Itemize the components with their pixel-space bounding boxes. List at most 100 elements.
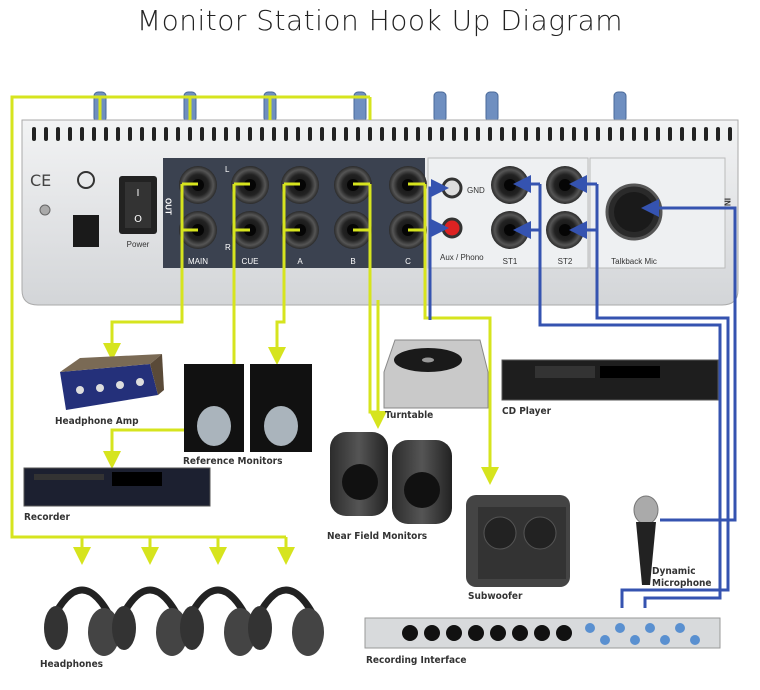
recording-interface: Recording Interface (364, 617, 721, 666)
label-subwoofer: Subwoofer (468, 591, 523, 602)
vent-slot (476, 127, 480, 141)
vent-slot (332, 127, 336, 141)
interface-input-jack[interactable] (468, 625, 484, 641)
label-headphone-amp: Headphone Amp (55, 416, 139, 427)
label-near-field-monitors: Near Field Monitors (327, 531, 427, 542)
vent-slot (236, 127, 240, 141)
out-label: OUT (164, 198, 173, 215)
vent-slot (224, 127, 228, 141)
vent-slot (452, 127, 456, 141)
svg-text:I: I (137, 188, 140, 199)
turntable: Turntable (383, 339, 489, 421)
diagram-title: Monitor Station Hook Up Diagram (136, 4, 624, 37)
vent-slot (704, 127, 708, 141)
vent-slot (44, 127, 48, 141)
headphone-amp: Headphone Amp (55, 354, 164, 427)
vent-slot (56, 127, 60, 141)
interface-knob[interactable] (690, 635, 700, 645)
vent-slot (392, 127, 396, 141)
vent-slot (272, 127, 276, 141)
interface-input-jack[interactable] (490, 625, 506, 641)
vent-slot (320, 127, 324, 141)
right-channel-mark: R (225, 243, 231, 252)
label-turntable: Turntable (385, 410, 433, 421)
dynamic-microphone: Dynamic Microphone (633, 495, 712, 589)
vent-slot (440, 127, 444, 141)
near-field-monitors: Near Field Monitors (327, 432, 452, 542)
input-cables (428, 175, 737, 608)
vent-slot (512, 127, 516, 141)
top-connectors (93, 91, 627, 123)
interface-input-jack[interactable] (424, 625, 440, 641)
interface-knob[interactable] (660, 635, 670, 645)
vent-slot (692, 127, 696, 141)
interface-input-jack[interactable] (534, 625, 550, 641)
vent-slot (584, 127, 588, 141)
interface-input-jack[interactable] (446, 625, 462, 641)
vent-slot (68, 127, 72, 141)
ground-clip-icon (77, 171, 95, 189)
vent-slot (464, 127, 468, 141)
label-aux-phono: Aux / Phono (440, 253, 484, 262)
recorder: Recorder (23, 467, 211, 523)
vent-slot (212, 127, 216, 141)
label-b: B (350, 257, 355, 266)
label-cue: CUE (242, 257, 259, 266)
label-dynamic-microphone-1: Dynamic (652, 566, 696, 577)
vent-slot (140, 127, 144, 141)
vent-slot (248, 127, 252, 141)
dc-power-jack (73, 215, 99, 247)
label-recording-interface: Recording Interface (366, 655, 467, 666)
label-st1: ST1 (503, 257, 518, 266)
interface-knob[interactable] (645, 623, 655, 633)
vent-slot (596, 127, 600, 141)
output-cables (10, 95, 499, 565)
headphone (180, 586, 256, 656)
vent-slot (632, 127, 636, 141)
vent-slots (32, 127, 732, 141)
label-c: C (405, 257, 411, 266)
interface-knob[interactable] (585, 623, 595, 633)
vent-slot (608, 127, 612, 141)
gnd-label: GND (467, 186, 485, 195)
in-label: IN (723, 198, 732, 206)
headphones (44, 586, 324, 656)
vent-slot (428, 127, 432, 141)
label-main: MAIN (188, 257, 208, 266)
vent-slot (92, 127, 96, 141)
interface-knob[interactable] (675, 623, 685, 633)
interface-input-jack[interactable] (402, 625, 418, 641)
interface-knob[interactable] (600, 635, 610, 645)
cd-player: CD Player (501, 359, 719, 417)
interface-input-jack[interactable] (512, 625, 528, 641)
aux-rca-right[interactable] (441, 217, 463, 239)
aux-rca-left[interactable] (441, 177, 463, 199)
vent-slot (284, 127, 288, 141)
vent-slot (176, 127, 180, 141)
vent-slot (152, 127, 156, 141)
monitor-station-rear-panel: CE I O Power OUT IN MAIN CUE A B C L R G… (21, 119, 739, 306)
vent-slot (488, 127, 492, 141)
vent-slot (380, 127, 384, 141)
headphone (44, 586, 120, 656)
ce-mark: CE (30, 171, 51, 190)
vent-slot (536, 127, 540, 141)
interface-input-jack[interactable] (556, 625, 572, 641)
vent-slot (620, 127, 624, 141)
label-recorder: Recorder (24, 512, 71, 523)
vent-slot (80, 127, 84, 141)
vent-slot (404, 127, 408, 141)
label-reference-monitors: Reference Monitors (183, 456, 282, 467)
vent-slot (668, 127, 672, 141)
vent-slot (164, 127, 168, 141)
vent-slot (128, 127, 132, 141)
vent-slot (188, 127, 192, 141)
headphone (112, 586, 188, 656)
vent-slot (260, 127, 264, 141)
vent-slot (296, 127, 300, 141)
interface-knob[interactable] (615, 623, 625, 633)
vent-slot (656, 127, 660, 141)
interface-knob[interactable] (630, 635, 640, 645)
vent-slot (116, 127, 120, 141)
